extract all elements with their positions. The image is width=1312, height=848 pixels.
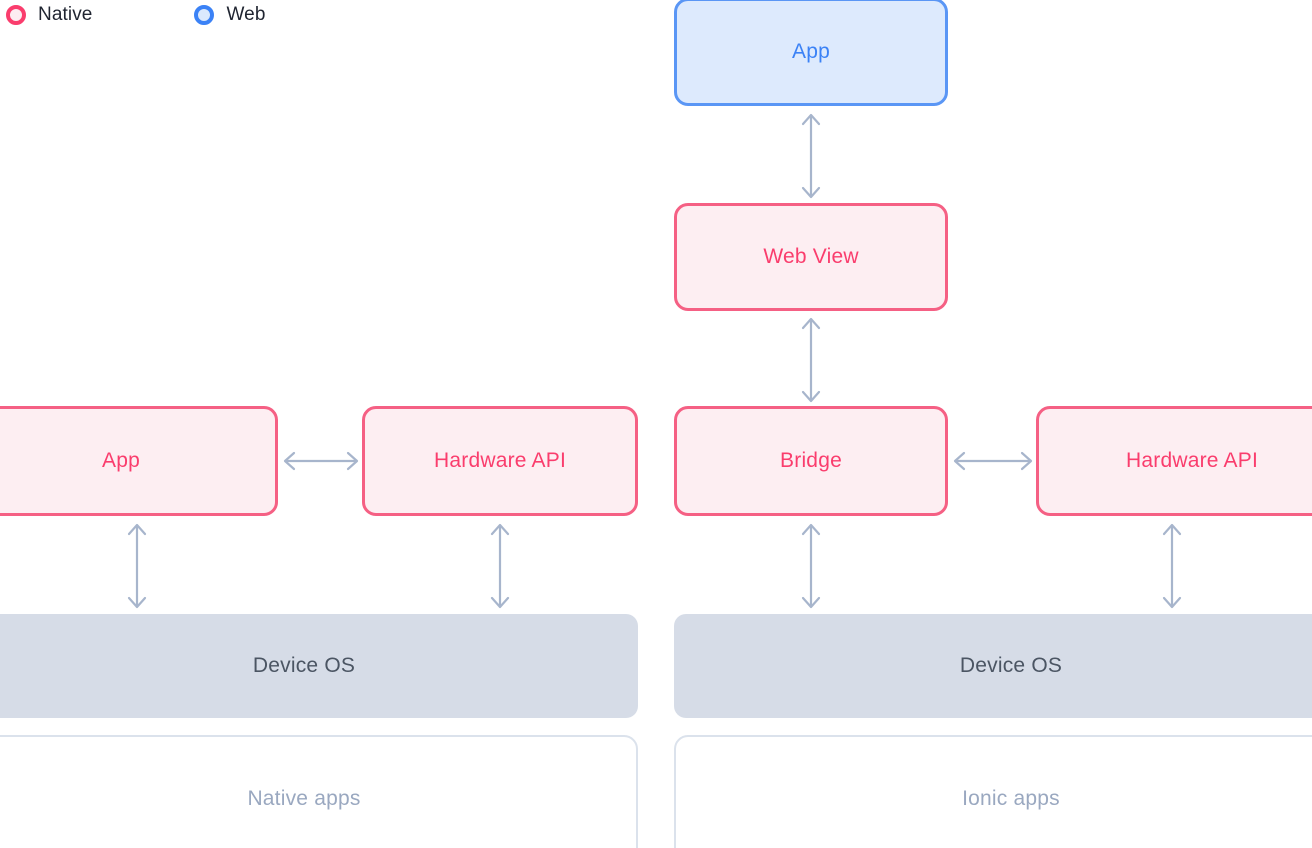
circle-outline-icon-native bbox=[6, 5, 26, 25]
legend-item-native: Native bbox=[6, 0, 92, 30]
node-ionic-app[interactable]: App bbox=[674, 0, 948, 106]
arrow-native-app-to-hardware-api bbox=[280, 448, 362, 474]
arrow-ionic-app-to-web-view bbox=[798, 110, 824, 202]
legend-label-native: Native bbox=[38, 4, 93, 25]
node-native-app[interactable]: App bbox=[0, 406, 278, 516]
arrow-ionic-bridge-to-hardware-api bbox=[950, 448, 1036, 474]
caption-ionic-apps: Ionic apps bbox=[674, 735, 1312, 848]
node-ionic-bridge[interactable]: Bridge bbox=[674, 406, 948, 516]
caption-native-apps: Native apps bbox=[0, 735, 638, 848]
arrow-ionic-web-view-to-bridge bbox=[798, 314, 824, 406]
legend: Native Web bbox=[0, 0, 266, 30]
node-native-hardware-api[interactable]: Hardware API bbox=[362, 406, 638, 516]
node-ionic-device-os[interactable]: Device OS bbox=[674, 614, 1312, 718]
legend-item-web: Web bbox=[194, 0, 265, 30]
legend-label-web: Web bbox=[226, 4, 266, 25]
arrow-native-hardware-api-to-device-os bbox=[487, 520, 513, 612]
arrow-ionic-bridge-to-device-os bbox=[798, 520, 824, 612]
node-ionic-hardware-api[interactable]: Hardware API bbox=[1036, 406, 1312, 516]
node-native-device-os[interactable]: Device OS bbox=[0, 614, 638, 718]
arrow-native-app-to-device-os bbox=[124, 520, 150, 612]
node-ionic-web-view[interactable]: Web View bbox=[674, 203, 948, 311]
arrow-ionic-hardware-api-to-device-os bbox=[1159, 520, 1185, 612]
circle-outline-icon-web bbox=[194, 5, 215, 25]
